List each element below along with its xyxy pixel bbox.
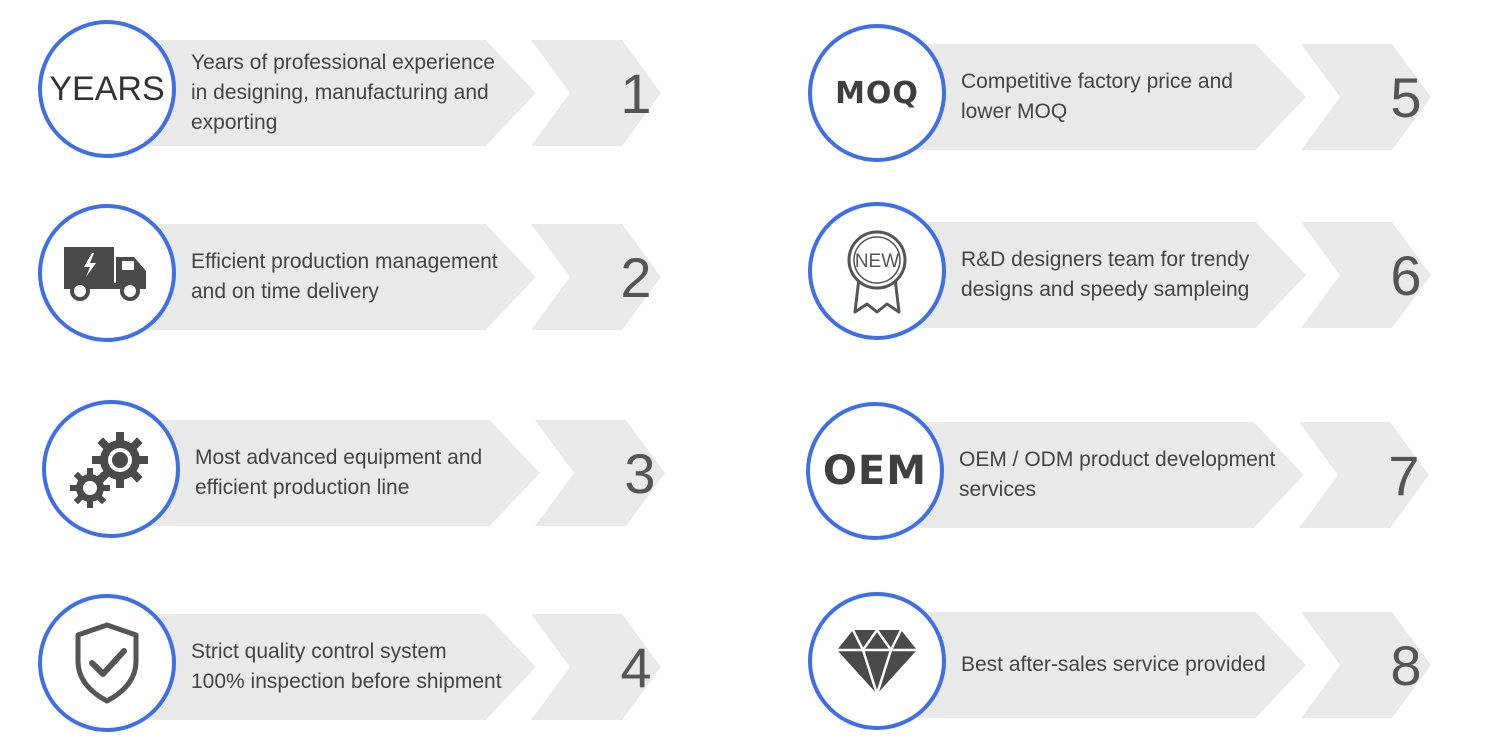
oem-text-icon: OEM — [822, 448, 928, 494]
feature-number: 2 — [620, 246, 652, 309]
feature-bar — [886, 44, 1306, 150]
feature-text: Best after-sales service provided — [961, 612, 1311, 718]
feature-bar — [886, 222, 1306, 328]
feature-number: 8 — [1390, 634, 1422, 697]
feature-line: in designing, manufacturing and — [191, 81, 489, 104]
feature-line: exporting — [191, 111, 278, 134]
feature-item-1: 1 Years of professional experience in de… — [36, 12, 696, 162]
years-text-icon: YEARS — [49, 69, 165, 108]
feature-text: Years of professional experience in desi… — [191, 40, 541, 146]
feature-text: Efficient production management and on t… — [191, 224, 541, 330]
feature-line: OEM / ODM product development — [959, 448, 1276, 471]
feature-line: 100% inspection before shipment — [191, 670, 502, 693]
feature-line: lower MOQ — [961, 100, 1068, 123]
feature-line: R&D designers team for trendy — [961, 248, 1250, 271]
new-badge-icon: NEW — [847, 230, 907, 314]
feature-item-4: 4 Strict quality control system 100% ins… — [36, 586, 696, 736]
feature-item-5: 5 Competitive factory price and lower MO… — [806, 16, 1466, 166]
feature-line: Most advanced equipment and — [195, 446, 483, 469]
shield-check-icon — [75, 622, 139, 704]
feature-line: efficient production line — [195, 476, 410, 499]
feature-line: Competitive factory price and — [961, 70, 1233, 93]
feature-text: Most advanced equipment and efficient pr… — [195, 420, 545, 526]
feature-icon-circle — [808, 592, 946, 730]
feature-text: OEM / ODM product development services — [959, 422, 1309, 528]
feature-number: 1 — [620, 62, 652, 125]
feature-item-6: 6 R&D designers team for trendy designs … — [806, 194, 1466, 344]
feature-item-2: 2 Efficient production management and on… — [36, 196, 696, 346]
delivery-truck-icon — [64, 247, 146, 301]
feature-line: designs and speedy sampleing — [961, 278, 1250, 301]
feature-number: 6 — [1390, 244, 1422, 307]
feature-number: 5 — [1390, 66, 1422, 129]
feature-bar — [886, 612, 1306, 718]
diamond-icon — [837, 627, 917, 696]
feature-bar — [120, 420, 540, 526]
feature-text: Competitive factory price and lower MOQ — [961, 44, 1311, 150]
feature-line: Years of professional experience — [191, 51, 495, 74]
feature-icon-circle — [38, 204, 176, 342]
feature-icon-circle: MOQ — [808, 24, 946, 162]
feature-icon-circle: YEARS — [38, 20, 176, 158]
new-badge-label: NEW — [855, 251, 899, 272]
feature-item-3: 3 Most advanced equipment and efficient … — [40, 392, 700, 542]
feature-number: 4 — [620, 636, 652, 699]
feature-item-8: 8 Best after-sales service provided — [806, 584, 1466, 734]
feature-icon-circle — [42, 400, 180, 538]
feature-bar — [884, 422, 1304, 528]
feature-text: R&D designers team for trendy designs an… — [961, 222, 1311, 328]
feature-number: 7 — [1388, 444, 1420, 507]
feature-line: Best after-sales service provided — [961, 653, 1266, 676]
feature-line: and on time delivery — [191, 280, 379, 303]
feature-icon-circle: NEW — [808, 202, 946, 340]
moq-text-icon: MOQ — [835, 75, 919, 111]
feature-number: 3 — [624, 442, 656, 505]
feature-text: Strict quality control system 100% inspe… — [191, 614, 541, 720]
feature-line: Efficient production management — [191, 250, 498, 273]
gears-icon — [70, 432, 148, 508]
feature-bar — [116, 224, 536, 330]
feature-item-7: 7 OEM / ODM product development services… — [804, 394, 1464, 544]
feature-icon-circle — [38, 594, 176, 732]
feature-bar — [116, 614, 536, 720]
feature-bar — [116, 40, 536, 146]
feature-line: Strict quality control system — [191, 640, 447, 663]
feature-line: services — [959, 478, 1037, 501]
feature-icon-circle: OEM — [806, 402, 944, 540]
